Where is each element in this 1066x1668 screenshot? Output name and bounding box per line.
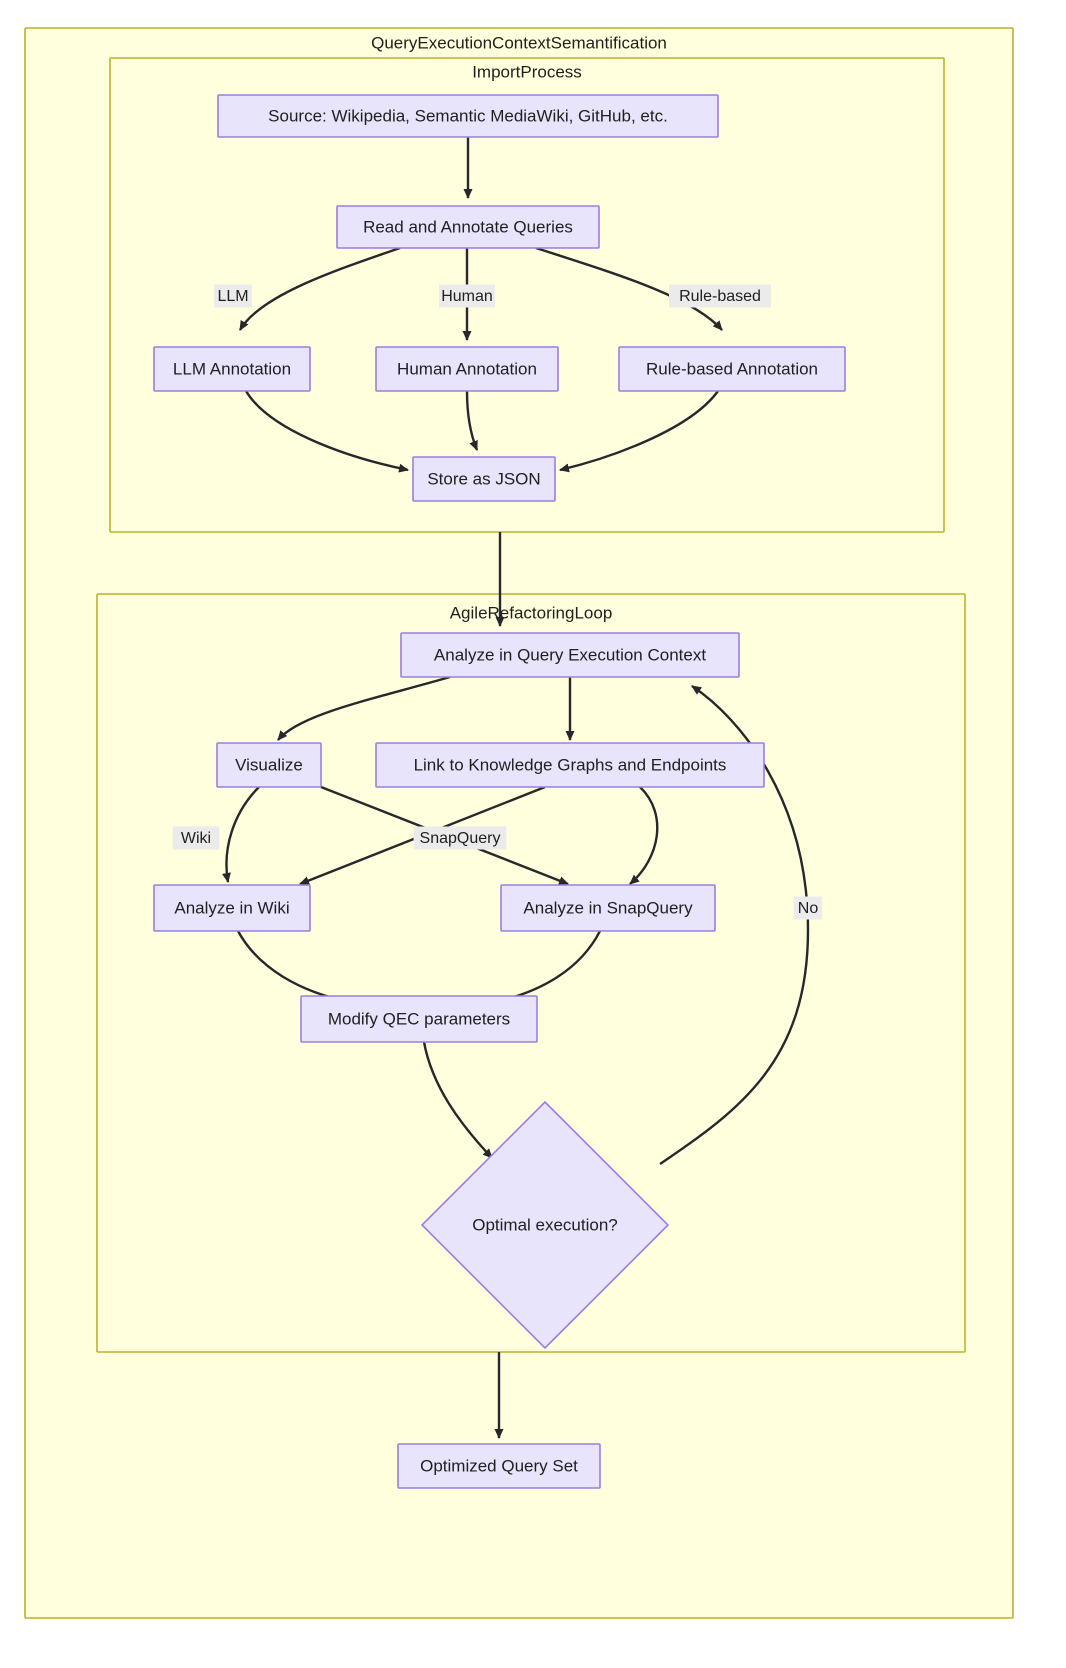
node-visualize[interactable]: Visualize — [216, 742, 322, 788]
node-optimized-set[interactable]: Optimized Query Set — [397, 1443, 601, 1489]
cluster-title: AgileRefactoringLoop — [450, 603, 613, 622]
edge-label-background — [669, 284, 771, 308]
edge-read-to-llm — [238, 246, 401, 331]
node-wiki[interactable]: Analyze in Wiki — [153, 884, 311, 932]
node-snapquery[interactable]: Analyze in SnapQuery — [500, 884, 716, 932]
cluster-title: QueryExecutionContextSemantification — [371, 33, 667, 52]
cluster-layer: QueryExecutionContextSemantificationImpo… — [24, 27, 1014, 1619]
edge-rule-to-json — [559, 390, 719, 473]
cluster-importprocess: ImportProcess — [109, 57, 945, 533]
node-label: LLM Annotation — [173, 359, 291, 378]
node-label: Optimal execution? — [472, 1215, 618, 1234]
edge-label-text: Human — [441, 288, 493, 305]
node-shape[interactable] — [375, 346, 559, 392]
node-shape[interactable] — [217, 94, 719, 138]
node-shape[interactable] — [336, 205, 600, 249]
node-shape[interactable] — [500, 884, 716, 932]
edge-llm-to-json — [244, 390, 409, 473]
node-label: Human Annotation — [397, 359, 537, 378]
edge-label-text: Wiki — [181, 830, 211, 847]
node-label: Source: Wikipedia, Semantic MediaWiki, G… — [268, 106, 668, 125]
node-shape[interactable] — [153, 346, 311, 392]
node-shape[interactable] — [397, 1443, 601, 1489]
edge-label-text: LLM — [217, 288, 248, 305]
node-label: Rule-based Annotation — [646, 359, 818, 378]
node-layer: Source: Wikipedia, Semantic MediaWiki, G… — [153, 94, 846, 1489]
edge-label-no: No — [793, 896, 823, 920]
node-shape[interactable] — [300, 995, 538, 1043]
node-label: Optimized Query Set — [420, 1456, 578, 1475]
node-llm[interactable]: LLM Annotation — [153, 346, 311, 392]
node-json[interactable]: Store as JSON — [412, 456, 556, 502]
node-label: Analyze in Query Execution Context — [434, 645, 706, 664]
node-shape[interactable] — [153, 884, 311, 932]
node-label: Link to Knowledge Graphs and Endpoints — [414, 755, 727, 774]
node-read[interactable]: Read and Annotate Queries — [336, 205, 600, 249]
node-label: Store as JSON — [427, 469, 540, 488]
edge-label-text: SnapQuery — [420, 830, 501, 847]
edge-label-background — [413, 826, 507, 850]
node-label: Analyze in Wiki — [174, 898, 289, 917]
edge-label-background — [172, 826, 220, 850]
node-label: Modify QEC parameters — [328, 1009, 510, 1028]
node-shape[interactable] — [216, 742, 322, 788]
node-analyze[interactable]: Analyze in Query Execution Context — [400, 632, 740, 678]
node-label: Visualize — [235, 755, 303, 774]
edge-optimal-to-analyze — [659, 685, 810, 1165]
node-rule[interactable]: Rule-based Annotation — [618, 346, 846, 392]
node-human[interactable]: Human Annotation — [375, 346, 559, 392]
node-source[interactable]: Source: Wikipedia, Semantic MediaWiki, G… — [217, 94, 719, 138]
edge-link-to-snapquery — [629, 786, 659, 885]
node-link[interactable]: Link to Knowledge Graphs and Endpoints — [375, 742, 765, 788]
edge-label-text: No — [798, 900, 819, 917]
edge-label-llm: LLM — [214, 284, 252, 308]
edge-modify-to-optimal — [422, 1041, 493, 1159]
edge-analyze-to-visualize — [277, 675, 451, 741]
decision-shape[interactable] — [420, 1100, 670, 1350]
cluster-title: ImportProcess — [472, 62, 582, 81]
edge-label-wiki: Wiki — [172, 826, 220, 850]
edge-label-text: Rule-based — [679, 288, 761, 305]
edge-human-to-json — [465, 390, 479, 451]
edge-visualize-to-wiki — [222, 786, 260, 883]
edge-label-snapquery: SnapQuery — [413, 826, 507, 850]
node-optimal[interactable]: Optimal execution? — [420, 1100, 670, 1350]
node-shape[interactable] — [375, 742, 765, 788]
node-shape[interactable] — [400, 632, 740, 678]
edge-label-background — [439, 284, 495, 308]
edge-label-human: Human — [439, 284, 495, 308]
edge-label-background — [214, 284, 252, 308]
cluster-box — [109, 57, 945, 533]
edge-label-rule-based: Rule-based — [669, 284, 771, 308]
node-shape[interactable] — [618, 346, 846, 392]
node-shape[interactable] — [412, 456, 556, 502]
edge-read-to-rule — [535, 246, 723, 331]
node-label: Read and Annotate Queries — [363, 217, 573, 236]
edge-label-background — [793, 896, 823, 920]
node-modify[interactable]: Modify QEC parameters — [300, 995, 538, 1043]
node-label: Analyze in SnapQuery — [523, 898, 693, 917]
